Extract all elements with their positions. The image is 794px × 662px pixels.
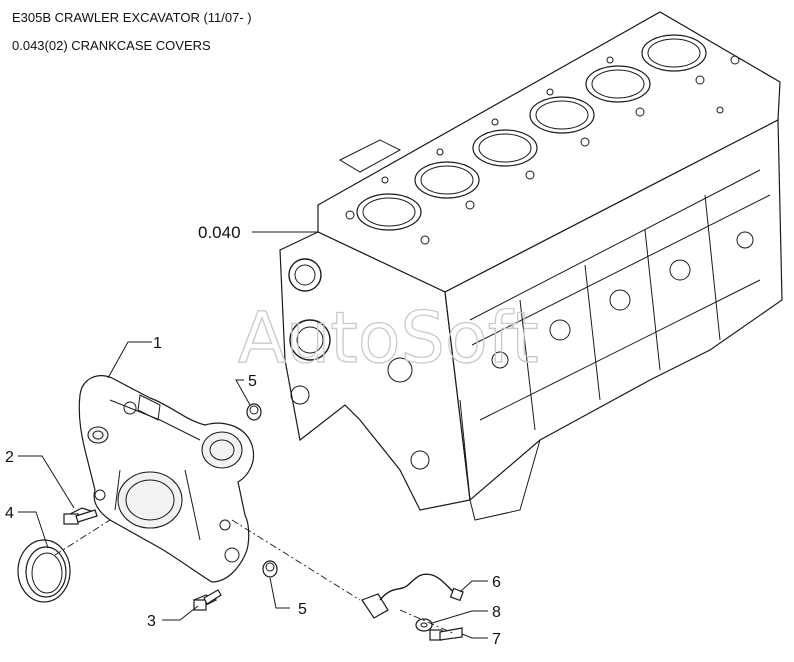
sensor-screw-icon [429, 627, 463, 641]
assembly-centerlines [54, 519, 456, 635]
bolt-icon [63, 507, 98, 525]
callout-7: 7 [492, 631, 501, 648]
diagram-title: E305B CRAWLER EXCAVATOR (11/07- ) [12, 10, 252, 25]
callout-6: 6 [492, 574, 501, 591]
diagram-subtitle: 0.043(02) CRANKCASE COVERS [12, 38, 211, 53]
crankcase-cover-icon [78, 375, 255, 583]
cylinder-bores [356, 34, 707, 231]
callout-3: 3 [147, 613, 156, 630]
plug-icon [262, 560, 278, 578]
bolt-icon [192, 589, 222, 611]
watermark-text: AutoSoft [238, 297, 539, 379]
speed-sensor-icon [361, 573, 464, 619]
callout-5-upper: 5 [248, 373, 257, 390]
callout-5-lower: 5 [298, 601, 307, 618]
leader-lines [18, 231, 488, 639]
oil-seal-ring-icon [17, 539, 71, 603]
callout-2: 2 [5, 449, 14, 466]
plug-icon [246, 403, 262, 421]
callout-4: 4 [5, 505, 14, 522]
callout-ref-0-040: 0.040 [198, 223, 241, 242]
callout-1: 1 [153, 335, 162, 352]
callout-8: 8 [492, 604, 501, 621]
engine-block-icon [279, 11, 783, 521]
